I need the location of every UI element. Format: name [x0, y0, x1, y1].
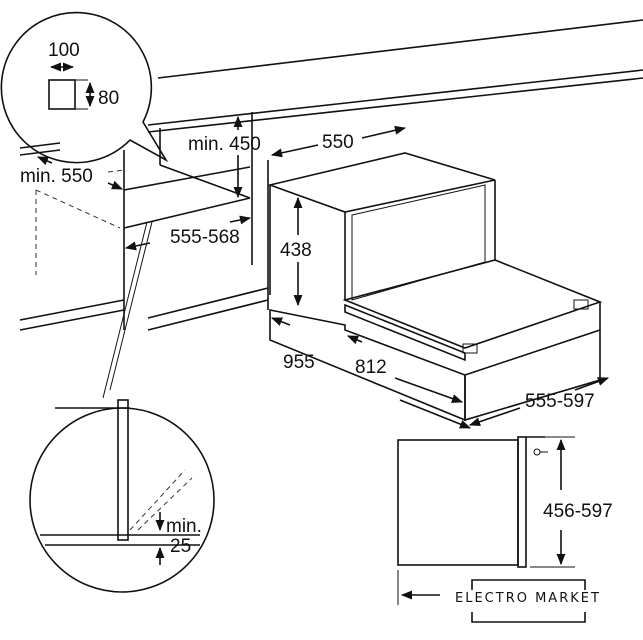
kitchen-cabinet	[19, 19, 643, 331]
side-height-label: 456-597	[543, 501, 613, 522]
vent-height-label: 80	[98, 88, 119, 109]
oven-height-label: 438	[280, 240, 312, 261]
electro-market-watermark: ELECTRO MARKET	[455, 579, 601, 623]
min-height-label: min. 450	[188, 134, 261, 155]
detail-bubble-vent: 100 80	[0, 11, 169, 164]
niche-width-label: 555-568	[170, 227, 240, 248]
oven-width-label: 550	[322, 132, 354, 153]
oven-side-view	[397, 436, 575, 605]
detail-circle-gap: min. 25	[29, 399, 215, 593]
gap-min-label: min.	[166, 516, 202, 537]
oven-depth-open-label: 955	[283, 352, 315, 373]
watermark-brand: ELECTRO MARKET	[455, 591, 601, 606]
vent-width-label: 100	[48, 40, 80, 61]
dimension-lines	[36, 115, 610, 429]
oven-isometric	[267, 152, 603, 422]
door-open-label: 812	[355, 357, 387, 378]
gap-value-label: 25	[170, 536, 191, 557]
front-width-label: 555-597	[525, 391, 595, 412]
min-depth-label: min. 550	[20, 166, 93, 187]
